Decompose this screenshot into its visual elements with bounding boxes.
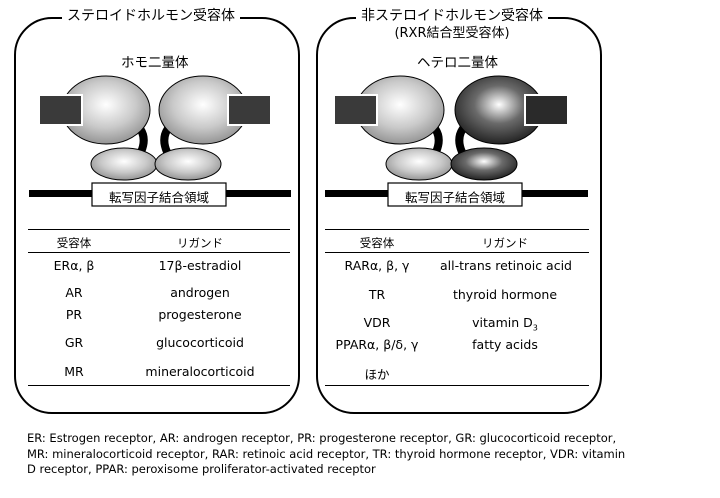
table-row-receptor: PR bbox=[65, 307, 83, 322]
table-row-ligand: glucocorticoid bbox=[156, 335, 244, 350]
left-dbd-label: 転写因子結合領域 bbox=[108, 190, 209, 205]
table-row-ligand: mineralocorticoid bbox=[145, 364, 255, 379]
table-row-ligand: thyroid hormone bbox=[452, 287, 558, 302]
left-ligand-1 bbox=[38, 94, 83, 126]
right-header-receptor: 受容体 bbox=[359, 236, 395, 250]
homodimer-label: ホモ二量体 bbox=[121, 55, 189, 71]
right-panel-title-line1: 非ステロイドホルモン受容体 bbox=[361, 8, 543, 24]
table-row-receptor: VDR bbox=[363, 315, 391, 330]
left-homodimer bbox=[29, 75, 291, 207]
right-ligand-1 bbox=[333, 94, 378, 126]
table-row-ligand: androgen bbox=[170, 285, 230, 300]
right-table-bottom-rule bbox=[325, 385, 589, 387]
left-header-receptor: 受容体 bbox=[56, 236, 92, 250]
left-panel-title: ステロイドホルモン受容体 bbox=[62, 8, 240, 25]
left-dna-binding-domain-2 bbox=[154, 147, 222, 181]
left-ligand-2 bbox=[227, 94, 272, 126]
heterodimer-label: ヘテロ二量体 bbox=[417, 55, 498, 71]
table-row-receptor: ERα, β bbox=[53, 258, 95, 273]
table-row-ligand: vitamin D3 bbox=[430, 315, 580, 333]
right-dbd-label: 転写因子結合領域 bbox=[404, 190, 505, 205]
table-row-ligand: progesterone bbox=[158, 307, 242, 322]
vitamin-d-text: vitamin D bbox=[472, 315, 533, 330]
right-header-ligand: リガンド bbox=[482, 236, 528, 250]
left-table-top-rule bbox=[28, 229, 290, 231]
table-row-ligand: all-trans retinoic acid bbox=[440, 258, 572, 273]
right-heterodimer bbox=[325, 75, 588, 207]
right-panel-title: 非ステロイドホルモン受容体 (RXR結合型受容体) bbox=[356, 8, 548, 42]
table-row-receptor: TR bbox=[368, 287, 386, 302]
right-dna-binding-domain-rxr bbox=[385, 147, 453, 181]
table-row-receptor: AR bbox=[65, 285, 83, 300]
right-table-header-rule bbox=[325, 252, 589, 253]
left-dbd-label-box bbox=[91, 182, 227, 207]
left-dna-binding-domain-1 bbox=[90, 147, 158, 181]
right-panel-title-line2: (RXR結合型受容体) bbox=[394, 26, 510, 41]
right-ligand-2 bbox=[524, 94, 569, 126]
table-row-receptor: ほか bbox=[364, 367, 390, 382]
left-header-ligand: リガンド bbox=[177, 236, 223, 250]
table-row-ligand: 17β-estradiol bbox=[158, 258, 242, 273]
right-table-top-rule bbox=[325, 229, 589, 231]
table-row-receptor: RARα, β, γ bbox=[344, 258, 410, 273]
table-row-receptor: MR bbox=[64, 364, 84, 379]
table-row-ligand: fatty acids bbox=[472, 337, 538, 352]
vitamin-d-subscript: 3 bbox=[532, 323, 538, 333]
right-dbd-label-box bbox=[387, 182, 523, 207]
right-dna-binding-domain-partner bbox=[450, 147, 518, 181]
left-table-bottom-rule bbox=[28, 385, 290, 387]
abbreviation-footnote: ER: Estrogen receptor, AR: androgen rece… bbox=[27, 431, 626, 476]
left-table-header-rule bbox=[28, 252, 290, 253]
table-row-receptor: PPARα, β/δ, γ bbox=[335, 337, 419, 352]
table-row-receptor: GR bbox=[64, 335, 84, 350]
